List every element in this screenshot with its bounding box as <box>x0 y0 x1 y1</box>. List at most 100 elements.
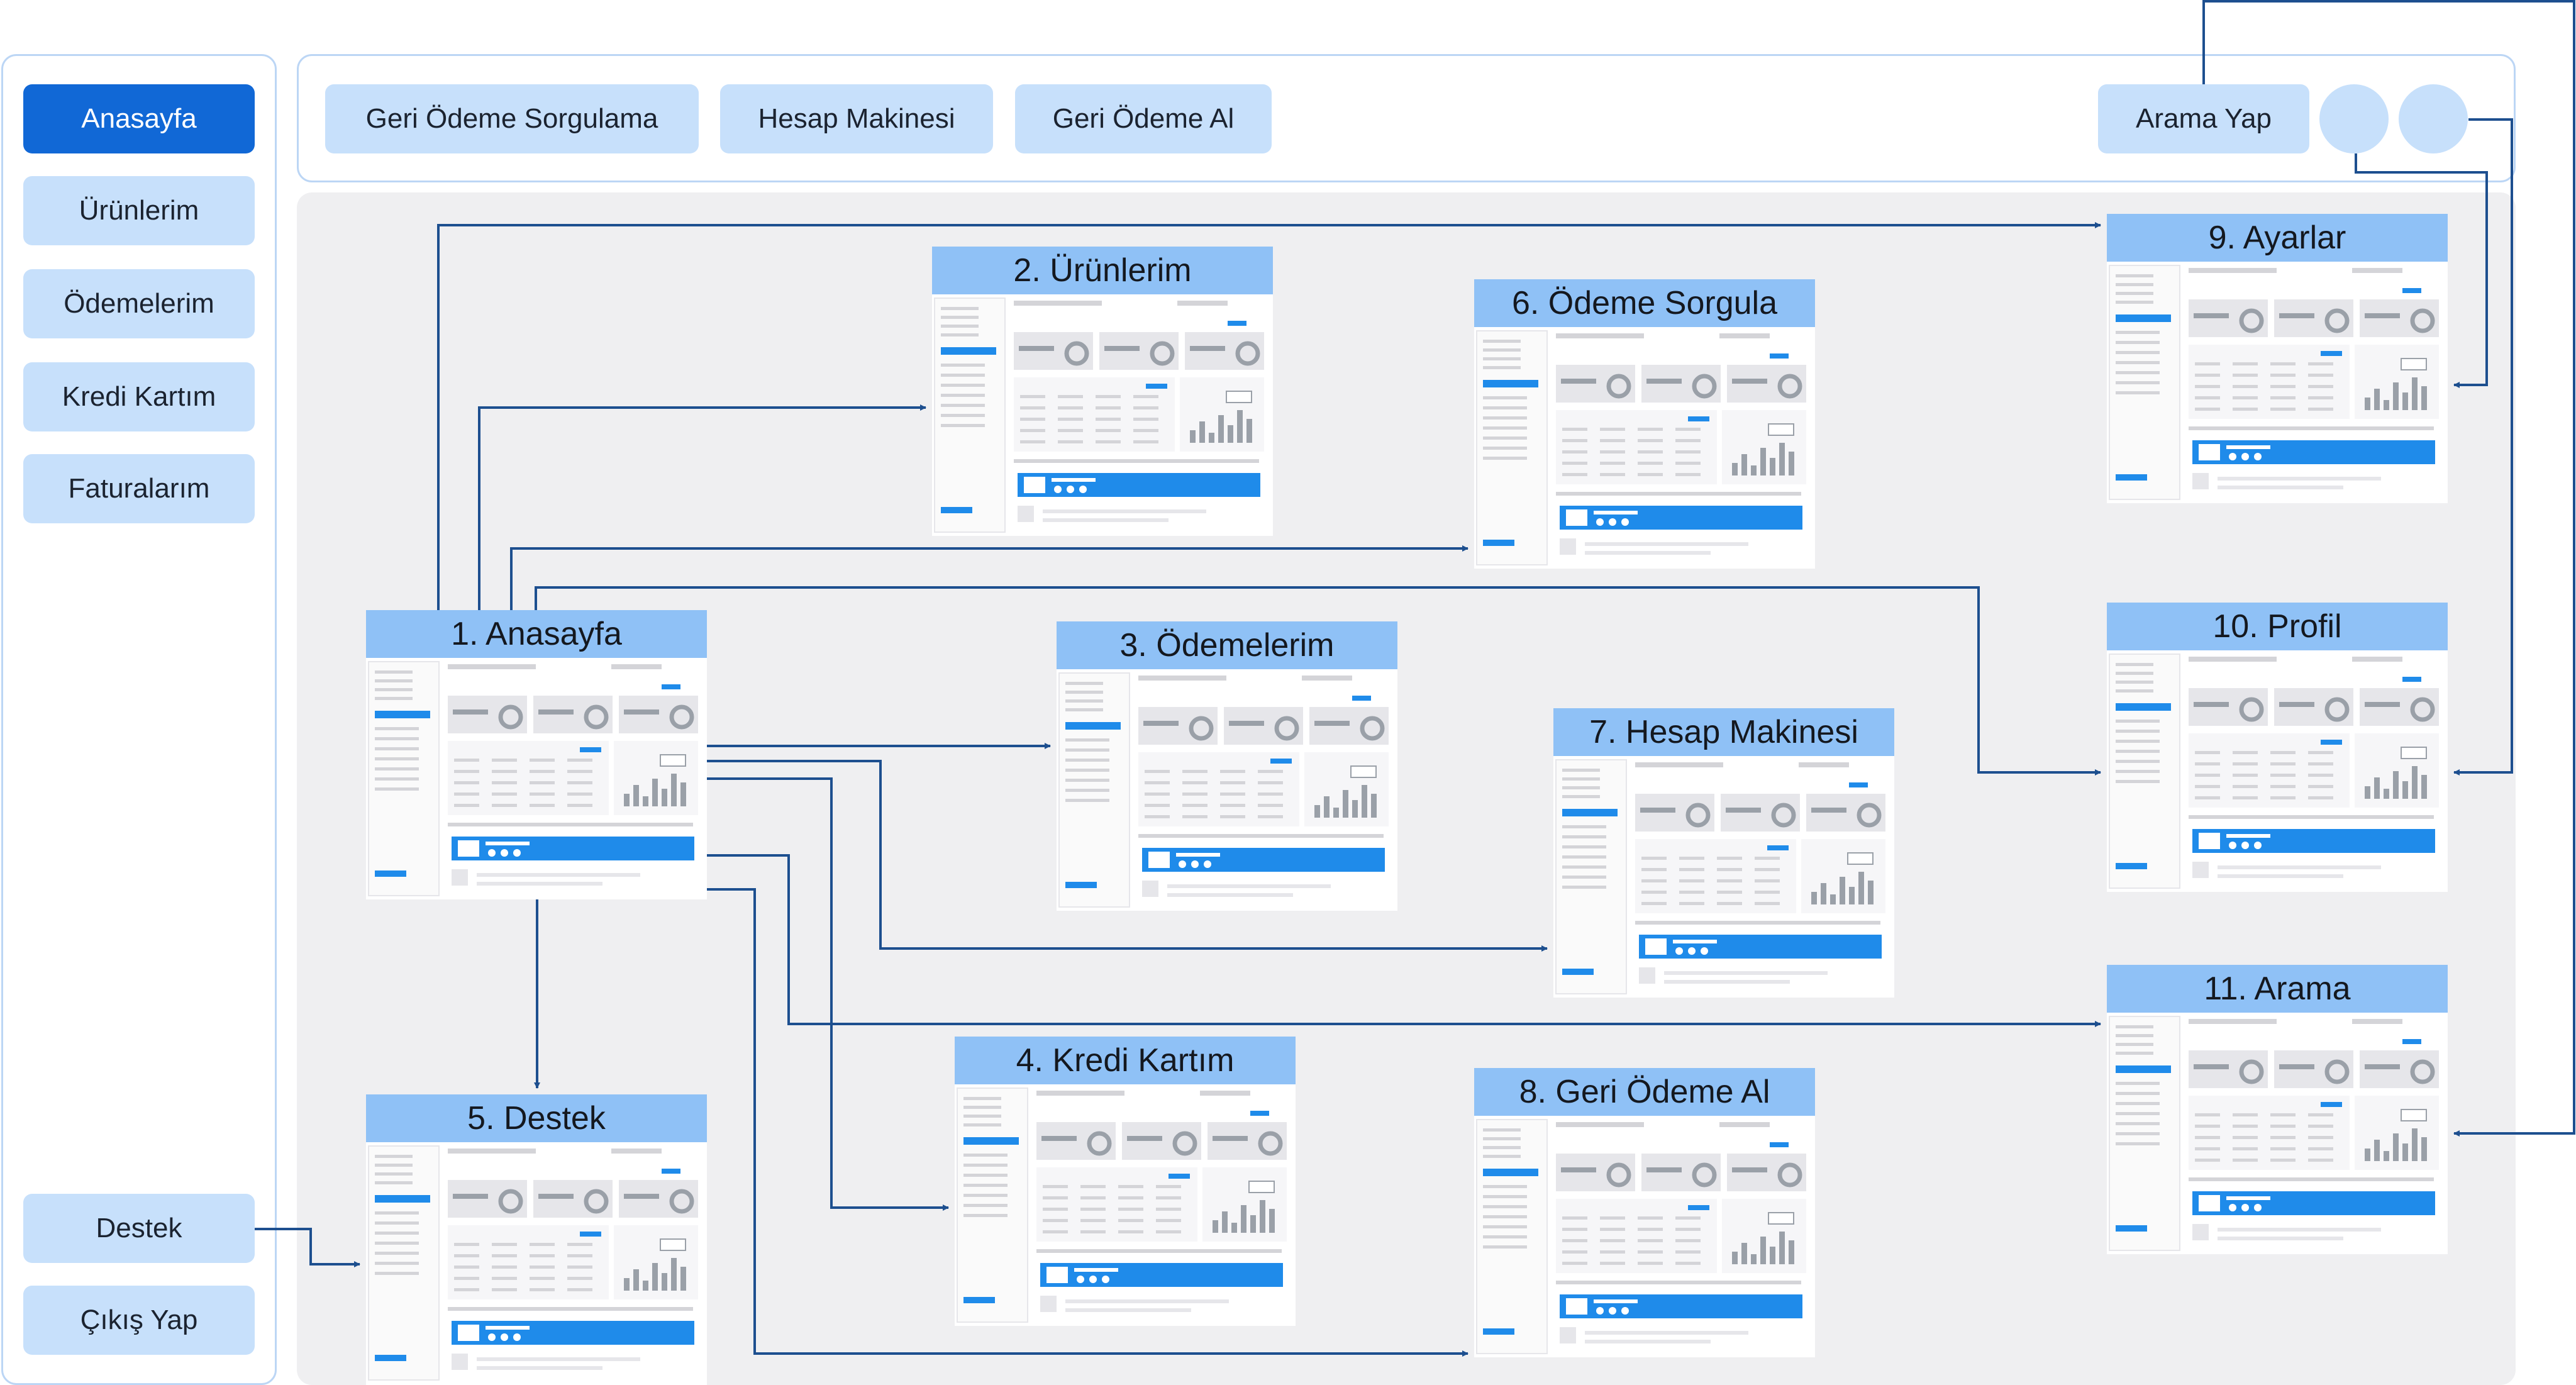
thumb-sidebar-button <box>2116 1225 2147 1232</box>
top-nav-geri-odeme-al[interactable]: Geri Ödeme Al <box>1015 84 1272 153</box>
profile-avatar-circle[interactable] <box>2399 84 2468 153</box>
thumb-sidebar-line <box>2116 292 2153 295</box>
thumb-accent-tag <box>2402 288 2421 293</box>
thumb-footer-image <box>1040 1296 1057 1312</box>
thumb-sidebar-line <box>1065 682 1103 685</box>
thumb-header-line <box>448 1149 536 1154</box>
thumb-sidebar-line <box>1483 1155 1521 1158</box>
thumb-table-cell <box>1058 406 1083 409</box>
thumb-sidebar-line <box>963 1184 1008 1187</box>
thumb-header-line <box>611 664 662 669</box>
thumb-table-cell <box>2195 1136 2220 1139</box>
thumb-table-cell <box>1145 815 1170 818</box>
thumb-table-cell <box>1133 406 1158 409</box>
thumb-donut <box>1274 716 1299 741</box>
sidebar-item-destek[interactable]: Destek <box>23 1194 255 1263</box>
thumb-sidebar-line <box>2116 740 2160 743</box>
screen-card-geri-odeme-al[interactable]: 8. Geri Ödeme Al <box>1474 1068 1815 1357</box>
sidebar-item-urunlerim[interactable]: Ürünlerim <box>23 176 255 245</box>
top-nav-hesap-makinesi[interactable]: Hesap Makinesi <box>720 84 993 153</box>
screen-card-ayarlar[interactable]: 9. Ayarlar <box>2107 214 2448 503</box>
sidebar-item-faturalarim[interactable]: Faturalarım <box>23 454 255 523</box>
thumb-table-cell <box>1118 1185 1143 1188</box>
thumb-table-cell <box>2233 362 2258 365</box>
thumb-banner-line <box>1074 1268 1118 1272</box>
thumb-sidebar-line <box>1483 366 1521 369</box>
screen-card-odeme-sorgula[interactable]: 6. Ödeme Sorgula <box>1474 279 1815 569</box>
thumb-table-cell <box>1220 793 1245 796</box>
thumb-table-cell <box>1600 450 1625 453</box>
thumb-table-cell <box>2308 362 2333 365</box>
thumb-sidebar-line <box>2116 1142 2160 1145</box>
thumb-header-line <box>1014 301 1102 306</box>
thumb-chart-bar <box>1269 1209 1275 1233</box>
thumb-chart-bar <box>2374 1140 2380 1161</box>
thumb-banner-line <box>486 842 530 845</box>
thumb-sidebar-line <box>1562 845 1606 848</box>
thumb-divider <box>1014 459 1259 463</box>
thumb-chart-bar <box>1260 1200 1265 1233</box>
thumb-sidebar-line <box>1483 1235 1527 1238</box>
screen-card-profil[interactable]: 10. Profil <box>2107 603 2448 892</box>
thumb-accent-tag <box>662 684 680 689</box>
thumb-sidebar-line <box>1483 1128 1521 1132</box>
screen-card-urunlerim[interactable]: 2. Ürünlerim <box>932 247 1273 536</box>
thumb-stat-line <box>1190 346 1225 351</box>
thumb-sidebar-line <box>941 394 985 397</box>
thumb-stat-line <box>1646 379 1682 384</box>
thumb-table <box>1036 1167 1197 1242</box>
thumb-table-cell <box>2195 408 2220 411</box>
arrow-search-to-arama <box>2202 0 2575 1137</box>
thumb-sidebar-line <box>2116 1034 2153 1037</box>
thumb-table-cell <box>1679 857 1704 860</box>
screen-card-arama[interactable]: 11. Arama <box>2107 965 2448 1254</box>
sidebar-item-odemelerim[interactable]: Ödemelerim <box>23 269 255 338</box>
screen-card-destek[interactable]: 5. Destek <box>366 1094 707 1385</box>
thumb-table-cell <box>1675 1239 1701 1242</box>
thumb-donut <box>584 704 609 730</box>
thumb-table-cell <box>2270 796 2296 799</box>
thumb-table-cell <box>2195 385 2220 388</box>
thumb-table <box>1635 839 1796 913</box>
thumb-table-cell <box>454 759 479 762</box>
sidebar-item-cikis-yap[interactable]: Çıkış Yap <box>23 1286 255 1355</box>
thumb-sidebar-line <box>375 727 419 730</box>
screen-card-anasayfa[interactable]: 1. Anasayfa <box>366 610 707 899</box>
thumb-chart-tooltip <box>660 754 686 767</box>
thumb-table-cell <box>1638 1216 1663 1220</box>
screen-card-hesap-makinesi[interactable]: 7. Hesap Makinesi <box>1553 708 1894 998</box>
search-button[interactable]: Arama Yap <box>2098 84 2309 153</box>
thumb-table-tag <box>1767 845 1789 850</box>
thumb-sidebar-line <box>2116 760 2160 763</box>
thumb-table-cell <box>1717 902 1742 905</box>
sidebar-item-anasayfa[interactable]: Anasayfa <box>23 84 255 153</box>
thumb-table-cell <box>1080 1185 1106 1188</box>
thumb-footer-image <box>452 1354 468 1370</box>
top-nav-geri-odeme-sorgulama[interactable]: Geri Ödeme Sorgulama <box>325 84 699 153</box>
thumb-table-cell <box>2308 762 2333 765</box>
thumb-header-line <box>1719 1122 1770 1127</box>
thumb-divider <box>1036 1249 1282 1253</box>
thumb-table-cell <box>1562 428 1587 431</box>
thumb-divider <box>448 1307 693 1311</box>
thumb-chart-bar <box>2374 777 2380 799</box>
thumb-table-cell <box>1755 857 1780 860</box>
thumb-table-cell <box>454 1265 479 1269</box>
thumb-accent-tag <box>1228 321 1246 326</box>
thumb-accent-tag <box>2402 677 2421 682</box>
thumb-sidebar-line <box>963 1154 1008 1157</box>
thumb-chart-bar <box>2384 789 2389 799</box>
thumb-table-cell <box>530 781 555 784</box>
thumb-stat-line <box>538 709 574 715</box>
thumb-header-line <box>1177 301 1228 306</box>
sidebar-item-kredi-kartim[interactable]: Kredi Kartım <box>23 362 255 431</box>
screen-card-kredi-kartim[interactable]: 4. Kredi Kartım <box>955 1037 1296 1326</box>
thumb-sidebar-line <box>1483 1245 1527 1249</box>
thumb-table-cell <box>2308 1159 2333 1162</box>
thumb-accent-tag <box>1352 696 1371 701</box>
screen-card-odemelerim[interactable]: 3. Ödemelerim <box>1057 621 1397 911</box>
thumb-header-line <box>2352 268 2402 273</box>
thumb-donut <box>1857 803 1882 828</box>
settings-avatar-circle[interactable] <box>2319 84 2389 153</box>
thumb-chart-bar <box>2393 382 2399 410</box>
